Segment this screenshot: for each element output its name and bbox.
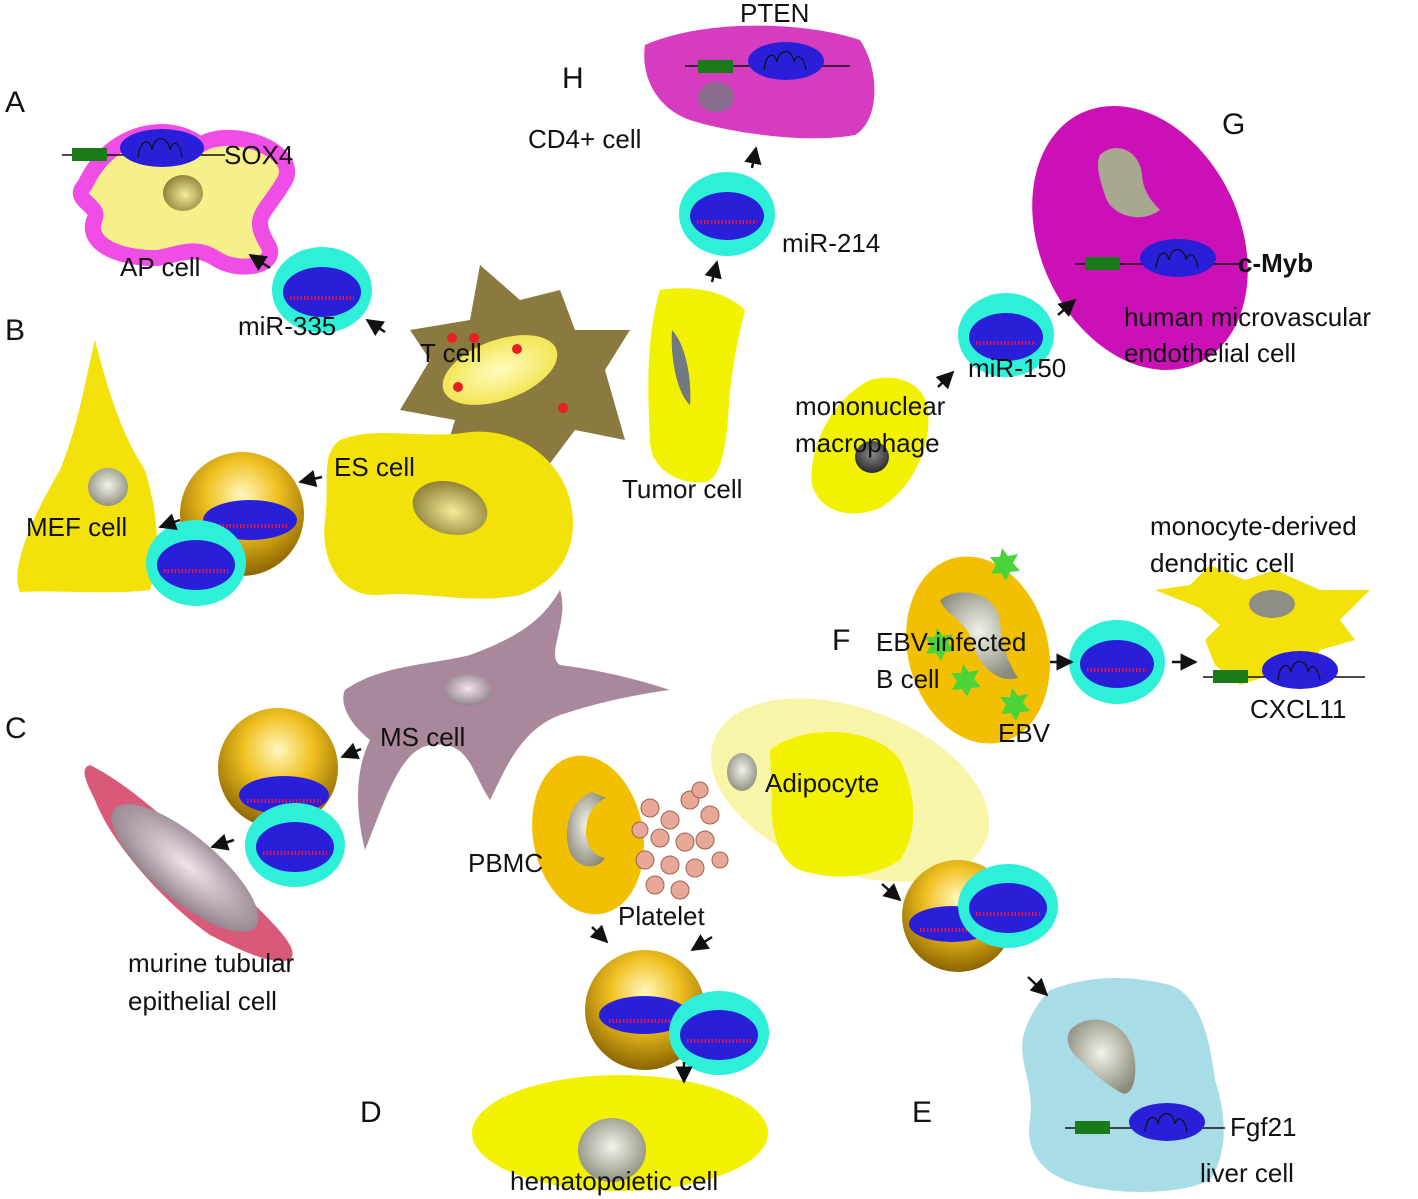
t-cell-label: T cell xyxy=(420,338,482,368)
ap-cell-label: AP cell xyxy=(120,252,200,282)
adipocyte xyxy=(710,698,990,882)
mir-335-label: miR-335 xyxy=(238,311,336,341)
panel-label-b: B xyxy=(5,314,25,347)
ms-cell-label: MS cell xyxy=(380,722,465,752)
macrophage-label-line2: macrophage xyxy=(795,428,940,458)
ebv-label: EBV xyxy=(998,718,1051,748)
dendritic-cell-label-line1: monocyte-derived xyxy=(1150,511,1357,541)
transfer-arrows xyxy=(158,146,1198,1084)
mef-cell xyxy=(17,340,157,593)
hmec-label-line2: endothelial cell xyxy=(1124,338,1296,368)
exosome-vesicle xyxy=(958,864,1058,948)
pbmc-label: PBMC xyxy=(468,848,543,878)
macrophage-label-line1: mononuclear xyxy=(795,391,946,421)
liver-cell xyxy=(1022,978,1224,1192)
panel-label-g: G xyxy=(1222,108,1245,141)
exosome-vesicle xyxy=(272,247,372,333)
ebv-particles xyxy=(925,548,1030,721)
dendritic-cell-label-line2: dendritic cell xyxy=(1150,548,1295,578)
c-myb-label: c-Myb xyxy=(1238,248,1313,278)
cd4-cell-label: CD4+ cell xyxy=(528,124,641,154)
adipocyte-label: Adipocyte xyxy=(765,768,879,798)
cd4-cell xyxy=(644,25,875,139)
cxcl11-gene xyxy=(1203,651,1365,689)
fgf21-label: Fgf21 xyxy=(1230,1112,1297,1142)
exosome-vesicle xyxy=(958,293,1054,377)
human-microvascular-endothelial-cell xyxy=(1032,105,1248,371)
liver-cell-label: liver cell xyxy=(1200,1158,1294,1188)
ms-cell xyxy=(343,590,670,850)
panel-label-e: E xyxy=(912,1096,932,1129)
cxcl11-label: CXCL11 xyxy=(1250,694,1346,724)
tumor-cell xyxy=(648,288,745,483)
ebv-b-cell-label-line2: B cell xyxy=(876,664,940,694)
tumor-cell-label: Tumor cell xyxy=(622,474,742,504)
pten-label: PTEN xyxy=(740,0,809,28)
mir-214-label: miR-214 xyxy=(782,228,880,258)
exosome-vesicle xyxy=(146,520,246,606)
platelets xyxy=(631,781,729,900)
exosome-vesicle xyxy=(669,991,769,1075)
mononuclear-macrophage xyxy=(811,377,929,514)
monocyte-derived-dendritic-cell xyxy=(1155,565,1370,690)
mef-cell-label: MEF cell xyxy=(26,512,127,542)
hematopoietic-cell xyxy=(472,1075,768,1191)
exosome-vesicle xyxy=(679,172,775,256)
exosome-vesicle xyxy=(245,803,345,887)
exosome-vesicle xyxy=(1069,620,1165,704)
sox4-label: SOX4 xyxy=(224,140,293,170)
panel-label-c: C xyxy=(5,712,27,745)
panel-label-f: F xyxy=(832,624,850,657)
platelet-label: Platelet xyxy=(618,901,705,931)
es-cell-label: ES cell xyxy=(334,452,415,482)
panel-label-a: A xyxy=(5,86,25,119)
es-cell xyxy=(324,431,573,599)
tubular-cell-label-line2: epithelial cell xyxy=(128,986,277,1016)
c-myb-gene xyxy=(1075,239,1240,277)
panel-label-d: D xyxy=(360,1096,382,1129)
t-cell xyxy=(400,265,630,470)
ebv-b-cell-label-line1: EBV-infected xyxy=(876,627,1026,657)
mir-150-label: miR-150 xyxy=(968,353,1066,383)
hmec-label-line1: human microvascular xyxy=(1124,302,1371,332)
murine-tubular-epithelial-cell xyxy=(84,765,293,961)
tubular-cell-label-line1: murine tubular xyxy=(128,948,295,978)
pbmc xyxy=(532,755,644,915)
panel-label-h: H xyxy=(562,62,584,95)
sox4-gene xyxy=(62,129,225,167)
fgf21-gene xyxy=(1065,1103,1225,1141)
hematopoietic-cell-label: hematopoietic cell xyxy=(510,1166,718,1196)
pten-gene xyxy=(685,42,850,80)
multivesicular-body xyxy=(218,708,338,828)
